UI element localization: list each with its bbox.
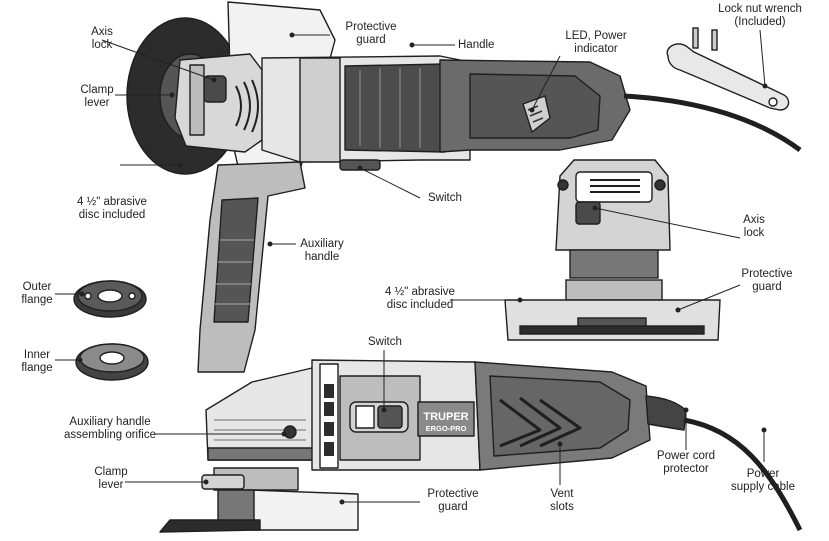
label-inner-flange: Inner flange (21, 349, 53, 374)
label-vent-slots: Vent slots (550, 488, 574, 513)
label-outer-flange: Outer flange (21, 281, 53, 306)
label-lock-nut-wrench: Lock nut wrench (Included) (718, 3, 802, 28)
label-clamp-lever-top: Clamp lever (80, 84, 114, 109)
label-protective-guard-bottom: Protective guard (427, 488, 479, 513)
label-aux-handle-orifice: Auxiliary handle assembling orifice (63, 416, 157, 441)
label-auxiliary-handle: Auxiliary handle (300, 238, 344, 263)
label-power-cord-protector: Power cord protector (656, 450, 716, 475)
brand-badge (417, 401, 475, 437)
leader-lines (55, 29, 768, 505)
grinder-top-view (126, 1, 802, 373)
axis-lock-button-right (575, 201, 601, 225)
label-led-power: LED, Power indicator (565, 30, 627, 55)
label-disc-top: 4 ½" abrasive disc included (77, 196, 147, 221)
wrench-icon (666, 27, 790, 111)
label-disc-right: 4 ½" abrasive disc included (385, 286, 455, 311)
grinder-side-view (159, 359, 803, 533)
power-cord-protector (645, 395, 687, 431)
label-protective-guard-top: Protective guard (345, 21, 397, 46)
brand-name: TRUPER (423, 411, 468, 423)
inner-flange-icon (75, 343, 149, 381)
label-handle: Handle (458, 39, 495, 51)
aux-handle-orifice (283, 425, 297, 439)
outer-flange-icon (73, 280, 147, 318)
protective-guard-bottom (249, 489, 359, 531)
label-protective-guard-right: Protective guard (741, 268, 793, 293)
abrasive-disc-right (519, 325, 705, 335)
label-axis-lock-right: Axis lock (743, 214, 765, 239)
label-power-supply-cable: Power supply cable (731, 468, 795, 493)
label-axis-lock-top: Axis lock (91, 26, 113, 51)
label-clamp-lever-bottom: Clamp lever (94, 466, 128, 491)
brand-sub: ERGO-PRO (426, 424, 467, 433)
grinder-front-view (504, 159, 721, 341)
power-cable-top (623, 93, 802, 153)
label-switch-bottom: Switch (368, 336, 402, 348)
power-cable-bottom (683, 417, 803, 532)
label-switch-top: Switch (428, 192, 462, 204)
